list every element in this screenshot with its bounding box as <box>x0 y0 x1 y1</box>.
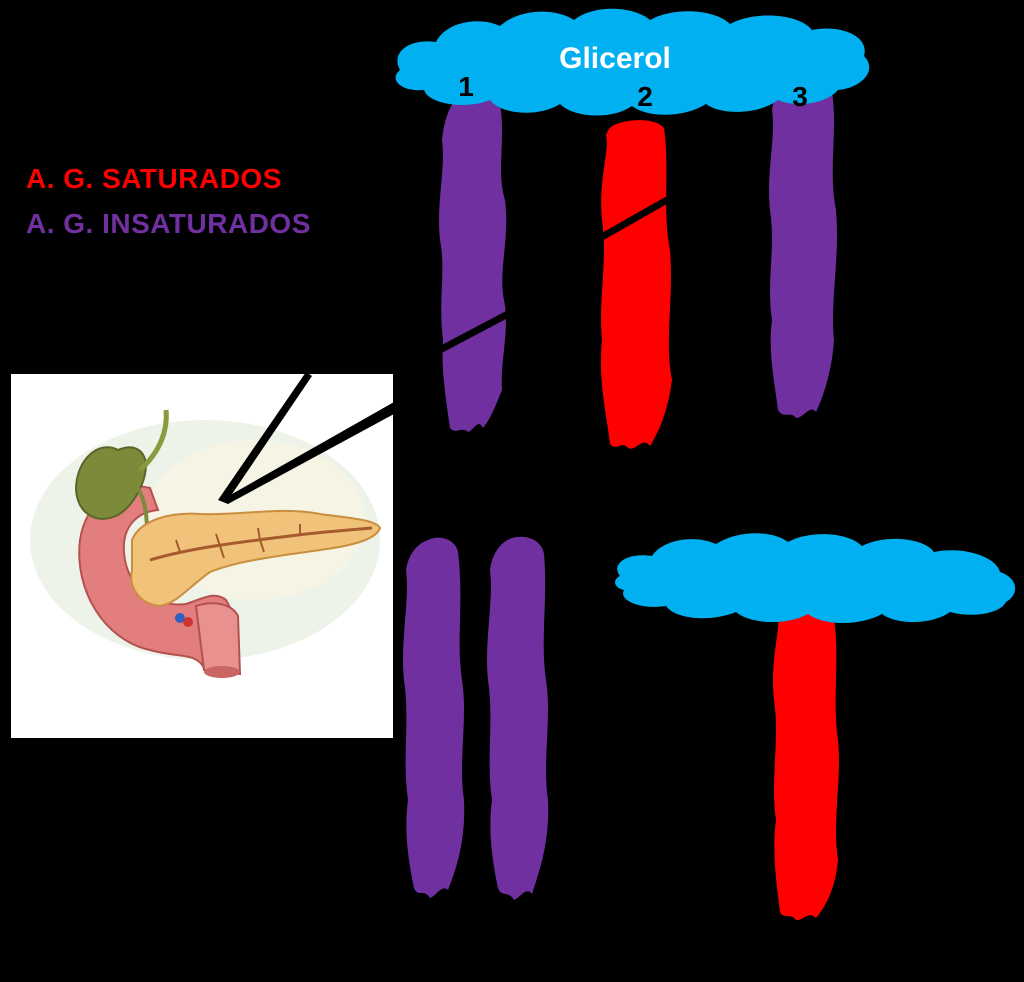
fatty-acid-chain-2 <box>600 120 672 449</box>
gallbladder <box>74 446 148 520</box>
free-fatty-acid-1 <box>403 537 465 898</box>
cleavage-cut-chain-2 <box>598 192 676 242</box>
pancreas <box>130 509 382 608</box>
cleavage-cut-chain-1 <box>434 310 510 356</box>
triglyceride-intact: Glicerol 1 2 3 <box>395 8 870 449</box>
fatty-acid-chain-3 <box>769 79 837 419</box>
fatty-acid-chain-1 <box>439 94 507 432</box>
free-fatty-acid-2 <box>487 536 549 900</box>
glycerol-cloud <box>395 8 870 116</box>
chain-number-1: 1 <box>458 71 474 102</box>
chain-number-3: 3 <box>792 81 808 112</box>
legend-saturated: A. G. SATURADOS <box>26 163 282 194</box>
legend-unsaturated: A. G. INSATURADOS <box>26 208 311 239</box>
free-fatty-acids <box>403 536 549 900</box>
chain-number-2: 2 <box>637 81 653 112</box>
pancreas-illustration <box>11 372 394 738</box>
monoglyceride-glycerol-cloud <box>615 533 1016 623</box>
glycerol-label: Glicerol <box>559 42 671 75</box>
monoglyceride-fatty-acid <box>773 608 839 921</box>
monoglyceride <box>615 533 1016 921</box>
